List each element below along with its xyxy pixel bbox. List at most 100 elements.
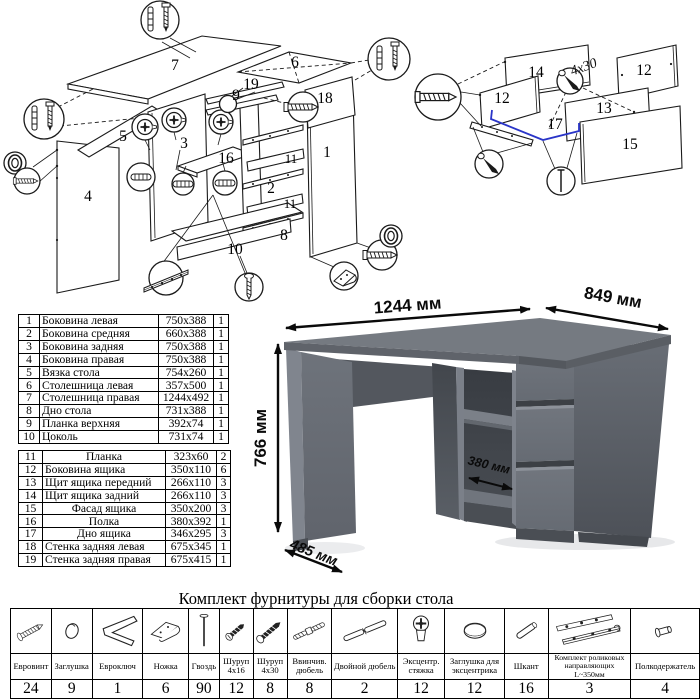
part-label: 4	[84, 188, 92, 205]
part-qty: 1	[216, 553, 231, 568]
callout-dowel-2	[171, 172, 195, 196]
part-number: 9	[18, 417, 40, 432]
callout-screw-dowel-top	[140, 0, 180, 40]
part-number: 7	[18, 391, 40, 406]
callout-screw-dowel-right	[367, 37, 411, 81]
cap-icon	[64, 623, 79, 639]
callout-eurobolt-mid	[283, 91, 319, 123]
part-number: 17	[18, 527, 43, 542]
part-number: 6	[18, 378, 40, 393]
hardware-qty: 1	[91, 678, 144, 699]
part-size: 323x60	[165, 450, 217, 464]
part-number: 5	[18, 365, 40, 380]
hardware-qty: 6	[142, 678, 190, 699]
part-name: Столешница левая	[39, 378, 159, 393]
part-label: 5	[119, 128, 127, 145]
desk-top-edge-right	[566, 335, 671, 369]
drawer-front-2	[516, 405, 574, 462]
part-label: 7	[171, 57, 179, 74]
part-label: 18	[317, 90, 333, 107]
drawer-facade-15	[579, 105, 683, 185]
part-number: 15	[18, 501, 43, 516]
part-size: 660x388	[158, 326, 214, 341]
pedestal-foot	[293, 538, 308, 551]
hardware-icon-cell	[188, 608, 220, 654]
hardware-icon-cell	[50, 608, 93, 654]
part-size: 754x260	[158, 365, 214, 380]
part-qty: 2	[216, 450, 231, 464]
part-label: 15	[622, 136, 638, 153]
part-name: Стенка задняя левая	[42, 540, 166, 555]
hardware-kit-title: Комплект фурнитуры для сборки стола	[178, 589, 454, 608]
cabinet-left-edge	[512, 370, 517, 527]
part-qty: 1	[213, 430, 229, 444]
part-number: 8	[18, 404, 40, 419]
part-size: 731x388	[158, 404, 214, 419]
hardware-qty: 90	[188, 678, 220, 699]
hardware-icon-cell	[331, 608, 398, 654]
part-size: 350x200	[165, 501, 217, 516]
part-number: 3	[18, 339, 40, 354]
wood-dowel-icon	[516, 622, 538, 639]
hardware-qty: 2	[331, 678, 398, 699]
part-qty: 1	[213, 391, 229, 406]
part-qty: 3	[216, 475, 231, 490]
part-size: 392x74	[158, 417, 214, 432]
part-qty: 3	[216, 488, 231, 503]
part-name: Вязка стола	[39, 365, 159, 380]
hardware-name: Заглушка	[50, 653, 93, 680]
cam-lock-icon	[413, 615, 430, 642]
exploded-drawer-diagram: 14 12 12 13 15 17 4x30	[414, 44, 683, 196]
drawer-slides-icon	[556, 614, 622, 645]
hardware-qty: 8	[286, 678, 333, 699]
part-number: 1	[18, 314, 40, 328]
hardware-icon-cell	[547, 608, 632, 654]
part-qty: 1	[213, 339, 229, 354]
double-dowel-icon	[343, 620, 386, 642]
cabinet-base	[516, 528, 574, 543]
drawer-bevel	[516, 466, 574, 471]
part-name: Полка	[42, 514, 166, 529]
callout-eurobolt-drawer	[414, 73, 462, 121]
callout-screw-drawer	[474, 149, 504, 179]
part-qty: 1	[213, 326, 229, 341]
part-name: Цоколь	[39, 430, 159, 444]
callout-ring-bottom	[379, 224, 403, 248]
dim-height: 766 мм	[251, 409, 270, 467]
plank-11a	[246, 148, 305, 172]
drawer-bevel	[516, 405, 574, 410]
part-label: 11	[285, 151, 298, 166]
part-size: 266x110	[165, 475, 217, 490]
hardware-name: Ножка	[142, 653, 190, 680]
part-label: 1	[323, 144, 331, 161]
panel-4	[56, 140, 120, 294]
hardware-name: Шуруп 4x16	[218, 653, 254, 680]
callout-camlock-2	[161, 107, 187, 133]
part-number: 14	[18, 488, 43, 503]
panel-16-edge	[177, 165, 198, 178]
hardware-name: Гвоздь	[188, 653, 220, 680]
hardware-icon-cell	[10, 608, 52, 654]
part-qty: 3	[216, 501, 231, 516]
part-number: 13	[18, 475, 43, 490]
hardware-name: Шуруп 4x30	[252, 653, 288, 680]
hardware-qty: 4	[630, 678, 700, 699]
drawer-gap	[516, 460, 574, 468]
drawer-front-3	[516, 466, 574, 531]
part-label: 2	[267, 180, 275, 197]
part-name: Боковина правая	[39, 352, 159, 367]
desk-top-edge-main	[284, 342, 519, 364]
callout-nail-drawer	[546, 166, 576, 196]
part-label: 12	[494, 90, 510, 107]
part-size: 350x110	[165, 462, 217, 477]
